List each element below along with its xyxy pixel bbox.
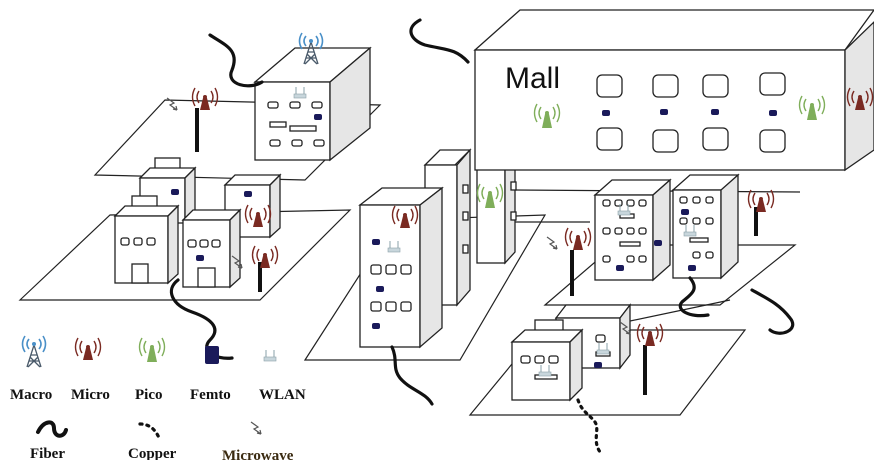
legend-label-micro: Micro xyxy=(71,387,110,403)
legend-wlan-icon xyxy=(263,349,277,362)
femto-box-icon xyxy=(769,110,777,116)
femto-box-icon xyxy=(314,114,322,120)
micro-antenna-icon xyxy=(564,227,592,251)
legend-micro-icon xyxy=(74,337,102,361)
legend-pico-icon xyxy=(138,337,166,363)
legend-fiber-icon xyxy=(36,420,68,438)
femto-box-icon xyxy=(616,265,624,271)
femto-box-icon xyxy=(660,109,668,115)
femto-box-icon xyxy=(594,362,602,368)
copper-cables xyxy=(576,398,602,454)
femto-box-icon xyxy=(602,110,610,116)
femto-box-icon xyxy=(171,189,179,195)
apartment-buildings-right xyxy=(593,173,740,282)
office-building-top xyxy=(253,46,372,162)
femto-box-icon xyxy=(376,286,384,292)
legend-label-copper: Copper xyxy=(128,446,177,460)
legend-label-femto: Femto xyxy=(190,387,231,403)
femto-box-icon xyxy=(681,209,689,215)
femto-box-icon xyxy=(372,239,380,245)
femto-box-icon xyxy=(688,265,696,271)
legend-label-fiber: Fiber xyxy=(30,446,65,460)
legend-label-pico: Pico xyxy=(135,387,163,403)
legend-copper-icon xyxy=(138,422,162,442)
legend-row-1: Macro Micro Pico Femto WLAN xyxy=(10,335,306,403)
mall-label: Mall xyxy=(505,62,560,95)
legend-microwave-icon xyxy=(250,421,262,435)
mall-building xyxy=(473,9,874,172)
microwave-link-icon xyxy=(546,236,558,250)
legend: Macro Micro Pico Femto WLAN Fiber Copper… xyxy=(10,335,306,460)
micro-antenna-icon xyxy=(747,189,775,213)
legend-label-wlan: WLAN xyxy=(259,387,306,403)
femto-box-icon xyxy=(244,191,252,197)
femto-box-icon xyxy=(196,255,204,261)
legend-row-2: Fiber Copper Microwave xyxy=(30,420,294,460)
femto-box-icon xyxy=(372,323,380,329)
legend-macro-icon xyxy=(21,335,47,368)
legend-label-macro: Macro xyxy=(10,387,52,403)
femto-box-icon xyxy=(654,240,662,246)
femto-box-icon xyxy=(711,109,719,115)
legend-label-microwave: Microwave xyxy=(222,448,294,460)
